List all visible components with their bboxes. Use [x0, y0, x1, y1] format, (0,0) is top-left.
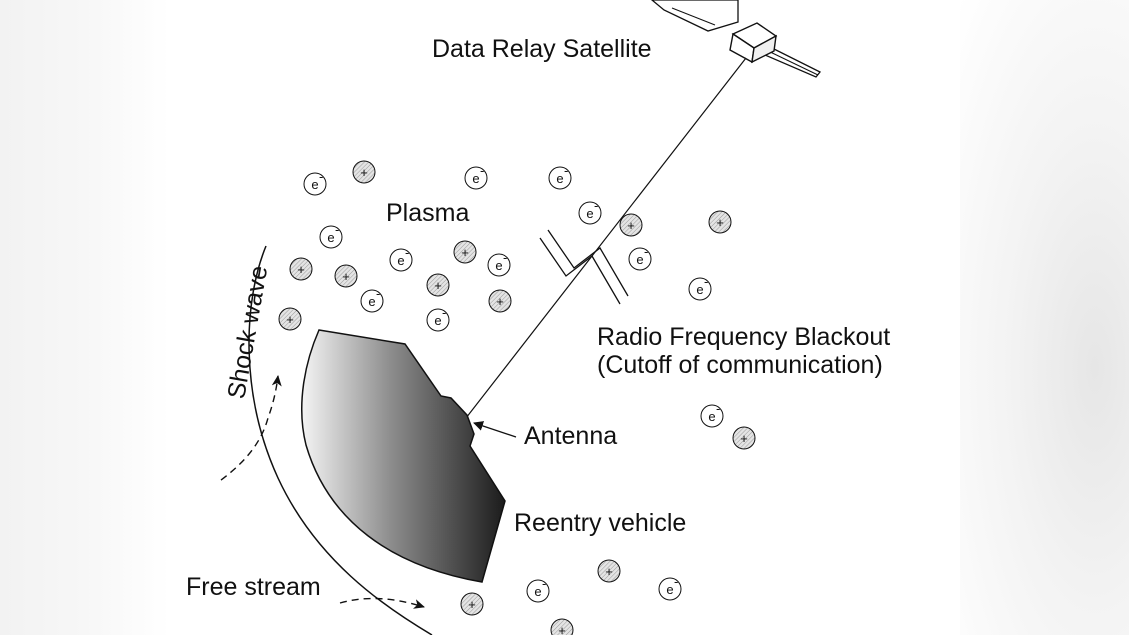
electron-particle-icon: e- — [464, 163, 488, 190]
ion-particle-icon: + — [453, 240, 477, 264]
electron-sign: - — [376, 286, 380, 301]
electron-particle-icon: e- — [628, 244, 652, 271]
electron-sign: - — [644, 244, 648, 259]
electron-sign: - — [674, 574, 678, 589]
ion-particle-icon: + — [708, 210, 732, 234]
electron-symbol: e — [696, 282, 703, 297]
reentry-vehicle-label: Reentry vehicle — [514, 509, 686, 537]
electron-symbol: e — [327, 230, 334, 245]
electron-symbol: e — [666, 582, 673, 597]
ion-particle-icon: + — [426, 273, 450, 297]
electron-sign: - — [405, 245, 409, 260]
ion-particle-icon: + — [278, 307, 302, 331]
electron-symbol: e — [311, 177, 318, 192]
electron-sign: - — [542, 576, 546, 591]
electron-symbol: e — [495, 258, 502, 273]
electron-symbol: e — [434, 313, 441, 328]
antenna-pointer-arrow — [473, 421, 517, 438]
ion-particle-icon: + — [597, 559, 621, 583]
ion-symbol: + — [434, 278, 442, 293]
ion-symbol: + — [342, 269, 350, 284]
electron-sign: - — [704, 274, 708, 289]
plasma-label: Plasma — [386, 199, 469, 227]
electron-symbol: e — [534, 584, 541, 599]
ion-particle-icon: + — [619, 213, 643, 237]
ion-symbol: + — [558, 623, 566, 635]
ion-symbol: + — [360, 165, 368, 180]
electron-sign: - — [319, 169, 323, 184]
electron-symbol: e — [368, 294, 375, 309]
electron-sign: - — [564, 163, 568, 178]
ion-particle-icon: + — [460, 592, 484, 616]
ion-symbol: + — [461, 245, 469, 260]
electron-sign: - — [442, 305, 446, 320]
shock-wave-curve — [248, 245, 433, 635]
ion-symbol: + — [286, 312, 294, 327]
electron-symbol: e — [472, 171, 479, 186]
ion-symbol: + — [496, 294, 504, 309]
satellite-label: Data Relay Satellite — [432, 35, 652, 63]
ion-particle-icon: + — [352, 160, 376, 184]
blackout-label-line2: (Cutoff of communication) — [597, 351, 883, 379]
electron-symbol: e — [397, 253, 404, 268]
electron-symbol: e — [636, 252, 643, 267]
ion-symbol: + — [740, 431, 748, 446]
signal-cutoff-icon — [539, 229, 629, 305]
electron-sign: - — [335, 222, 339, 237]
ion-particle-icon: + — [289, 257, 313, 281]
reentry-vehicle-body — [301, 329, 506, 583]
electron-particle-icon: e- — [658, 574, 682, 601]
electron-symbol: e — [586, 206, 593, 221]
electron-particle-icon: e- — [360, 286, 384, 313]
electron-particle-icon: e- — [548, 163, 572, 190]
electron-particle-icon: e- — [487, 250, 511, 277]
electron-particle-icon: e- — [303, 169, 327, 196]
right-background-shade — [959, 0, 1129, 635]
ion-symbol: + — [468, 597, 476, 612]
ion-symbol: + — [605, 564, 613, 579]
electron-particle-icon: e- — [526, 576, 550, 603]
electron-sign: - — [480, 163, 484, 178]
electron-symbol: e — [556, 171, 563, 186]
electron-sign: - — [594, 198, 598, 213]
electron-sign: - — [503, 250, 507, 265]
left-background-shade — [0, 0, 170, 635]
electron-particle-icon: e- — [389, 245, 413, 272]
electron-sign: - — [716, 401, 720, 416]
ion-symbol: + — [627, 218, 635, 233]
plasma-particles: e-+e-e-e-++e-+++e-e-e-e-+++e-e-+e-++e-e-… — [278, 160, 756, 635]
free-stream-arrow — [339, 597, 425, 609]
ion-particle-icon: + — [488, 289, 512, 313]
free-stream-label: Free stream — [186, 573, 321, 601]
ion-symbol: + — [297, 262, 305, 277]
electron-particle-icon: e- — [700, 401, 724, 428]
blackout-label-line1: Radio Frequency Blackout — [597, 323, 890, 351]
shock-wave-label: Shock wave — [222, 263, 273, 401]
electron-particle-icon: e- — [426, 305, 450, 332]
ion-particle-icon: + — [550, 618, 574, 635]
electron-particle-icon: e- — [578, 198, 602, 225]
electron-particle-icon: e- — [688, 274, 712, 301]
ion-symbol: + — [716, 215, 724, 230]
communication-signal-line — [465, 57, 747, 419]
antenna-label: Antenna — [524, 422, 617, 450]
satellite-icon — [650, 0, 822, 78]
electron-symbol: e — [708, 409, 715, 424]
ion-particle-icon: + — [334, 264, 358, 288]
ion-particle-icon: + — [732, 426, 756, 450]
electron-particle-icon: e- — [319, 222, 343, 249]
upper-flow-arrow — [220, 375, 282, 481]
